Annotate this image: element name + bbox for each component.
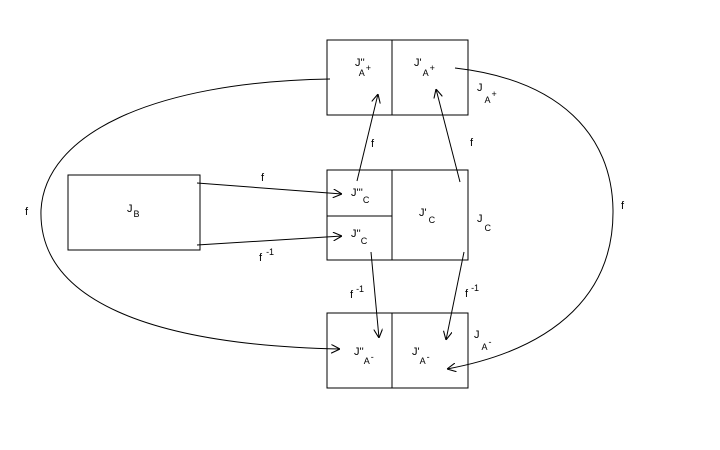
arrow-jb-to-jcpp [196,236,342,246]
arrow-jcppp-to-jappp [356,94,378,182]
edge-label-left-loop: f [25,206,29,218]
box-ja-plus [326,39,469,116]
edge-label-jb-to-jcpp: f-1 [259,247,274,264]
arrow-right-loop [447,67,614,369]
arrow-jcpp-to-jampp [370,251,379,338]
label-jc-p: J'C [419,207,436,225]
label-ja-plus-pp: J''A+ [355,57,371,78]
box-ja-minus [326,312,469,389]
edge-label-jcp-to-jap: f [470,137,474,149]
edge-label-right-loop: f [621,200,625,212]
box-jb [67,174,201,251]
label-jc: JC [477,213,492,233]
box-jc [326,169,469,261]
edge-label-jcppp-to-jappp: f [371,138,375,150]
edge-label-jcpp-to-jampp: f-1 [350,284,364,301]
arrow-jb-to-jcppp [196,182,342,194]
label-ja-plus-p: J'A+ [414,57,435,78]
edge-label-jcp-to-jamp: f-1 [465,283,479,300]
label-jb: JB [127,203,140,219]
label-ja-minus-p: J'A- [412,346,430,366]
label-ja-plus: JA+ [477,82,497,105]
arrow-jcp-to-jap [436,89,461,183]
edge-label-jb-to-jcppp: f [261,172,265,184]
label-ja-minus-pp: J''A- [354,346,374,366]
label-ja-minus: JA- [474,329,492,352]
label-jc-pp: J''C [351,228,368,246]
arrow-jcp-to-jamp [446,251,465,340]
arrow-left-loop [40,78,340,349]
label-jc-ppp: J'''C [351,187,370,205]
